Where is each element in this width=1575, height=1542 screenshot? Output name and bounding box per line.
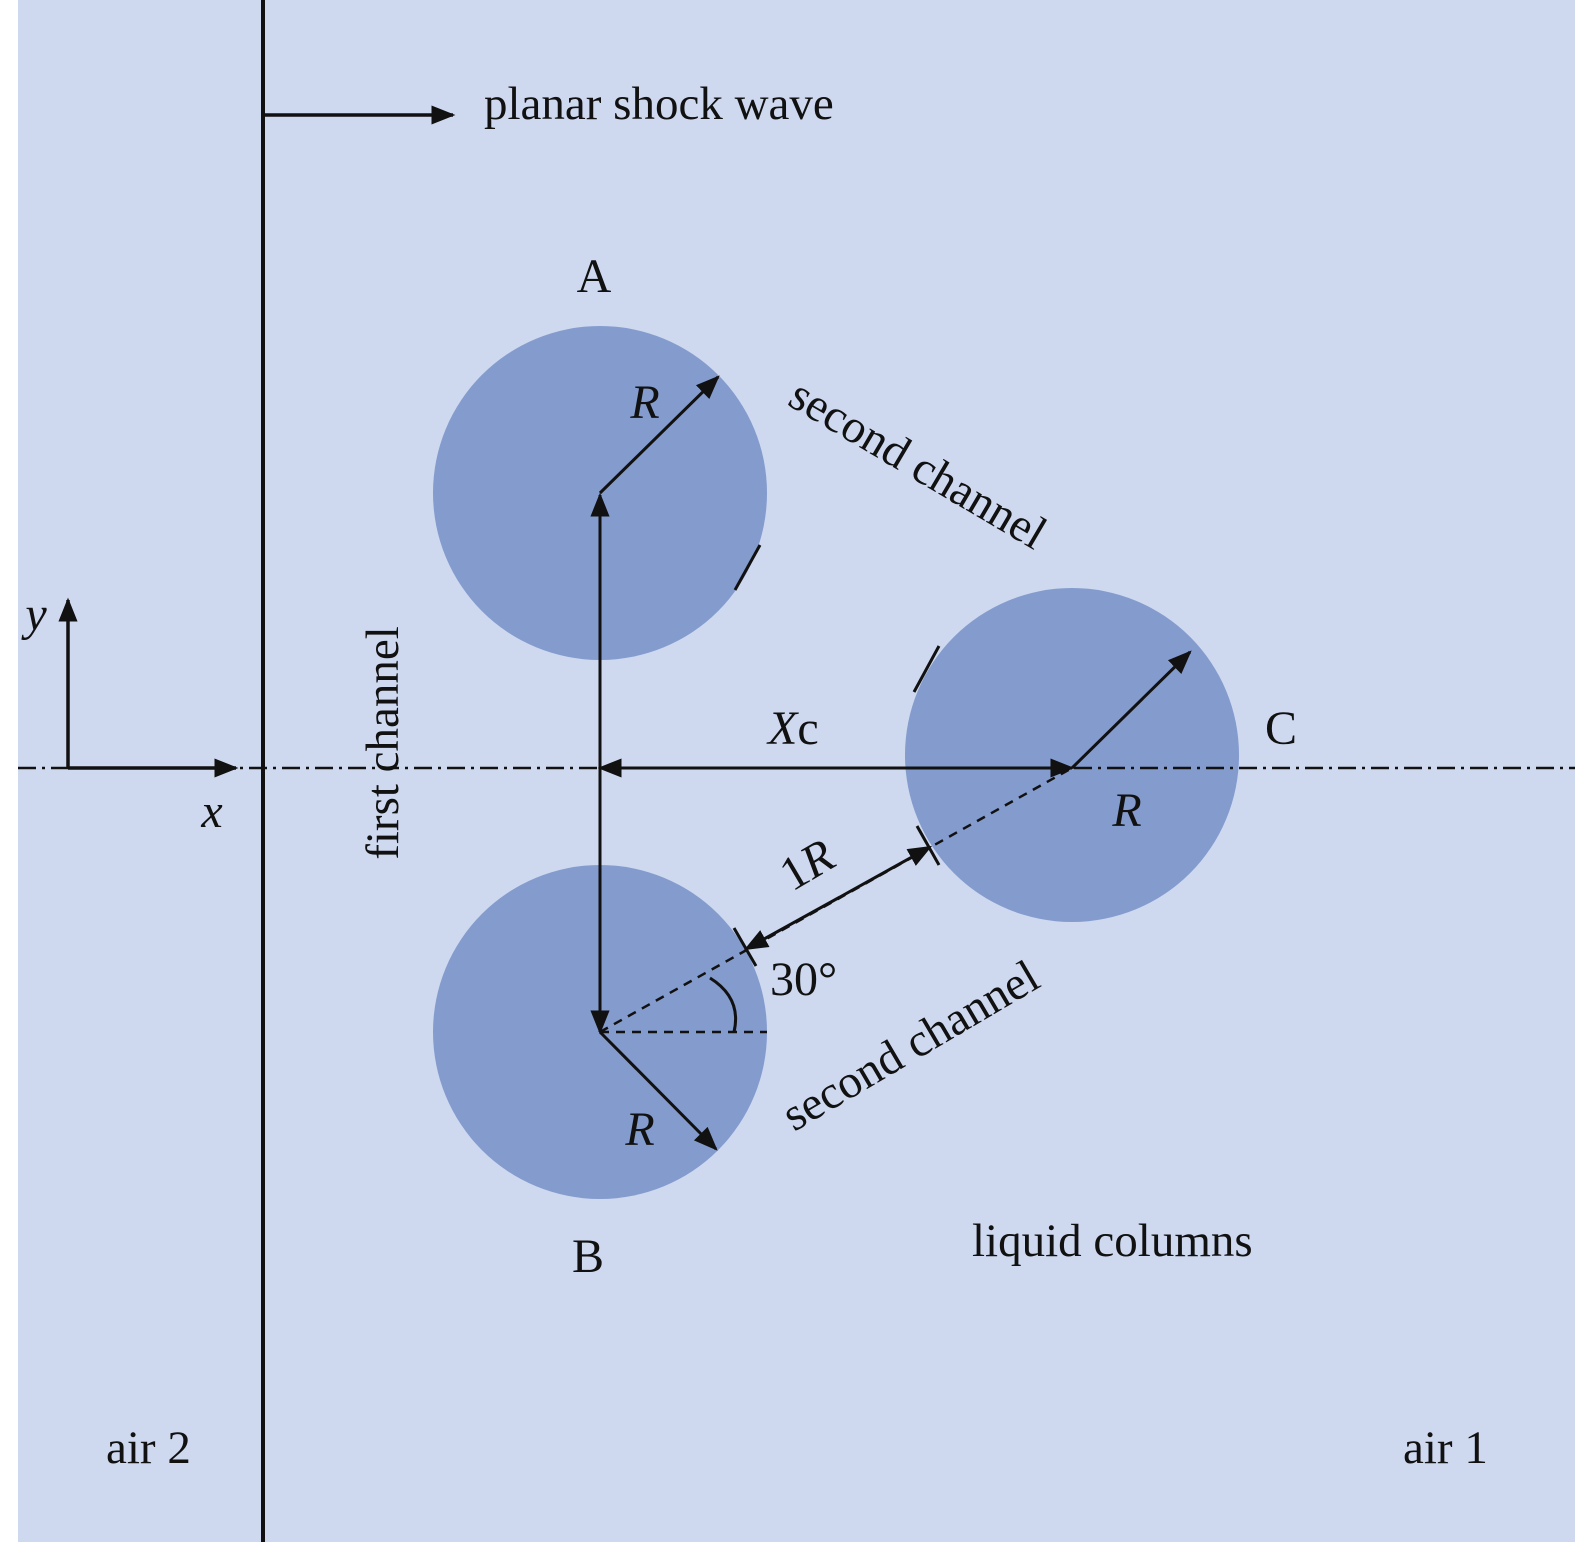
shock-wave-label: planar shock wave bbox=[484, 78, 834, 130]
radius-label-a: R bbox=[629, 376, 659, 429]
y-axis-label: y bbox=[20, 588, 47, 641]
domain-background bbox=[18, 0, 1575, 1542]
radius-arrow-b bbox=[598, 1030, 718, 1151]
radius-label-b: R bbox=[624, 1103, 654, 1156]
xc-label-c: c bbox=[797, 702, 818, 755]
gap-tick-b bbox=[732, 927, 758, 967]
gap-arrow-to-b bbox=[743, 895, 841, 951]
radius-arrow-c bbox=[1070, 650, 1192, 770]
radius-arrow-a bbox=[598, 375, 720, 495]
channel-tick-c bbox=[912, 645, 941, 693]
liquid-columns-label: liquid columns bbox=[972, 1215, 1253, 1267]
column-b-label: B bbox=[572, 1230, 604, 1283]
angle-label: 30° bbox=[770, 953, 837, 1006]
xc-label: Xc bbox=[766, 702, 819, 755]
radius-label-c: R bbox=[1111, 784, 1141, 837]
x-axis-label: x bbox=[200, 785, 222, 838]
air-1-label: air 1 bbox=[1403, 1422, 1488, 1474]
channel-tick-a bbox=[733, 544, 762, 591]
column-a-label: A bbox=[577, 250, 612, 303]
center-line-b-c bbox=[599, 766, 1073, 1034]
gap-tick-c bbox=[915, 825, 941, 866]
angle-arc bbox=[709, 976, 738, 1033]
gap-arrow-to-c bbox=[839, 845, 933, 899]
air-2-label: air 2 bbox=[106, 1422, 191, 1474]
xc-label-x: X bbox=[766, 702, 799, 755]
first-channel-label: first channel bbox=[357, 626, 409, 860]
liquid-column-c bbox=[905, 588, 1239, 922]
column-c-label: C bbox=[1265, 702, 1297, 755]
